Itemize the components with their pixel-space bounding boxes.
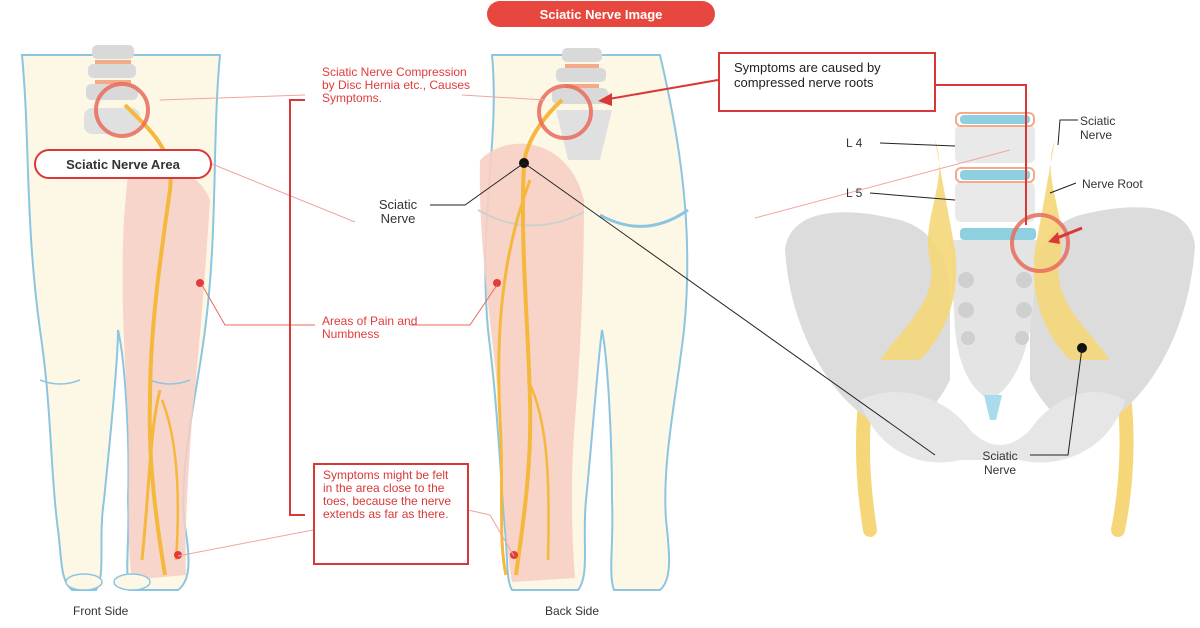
line-l4 <box>879 142 956 147</box>
front-vertebra-2 <box>88 64 136 78</box>
front-side-label: Front Side <box>73 604 129 618</box>
sacral-foramen-5 <box>961 331 975 345</box>
line-area <box>211 163 356 223</box>
disc-l5s1 <box>960 228 1036 240</box>
front-toe-dot <box>174 551 182 559</box>
sacral-foramen-2 <box>1016 272 1032 288</box>
pelvis-bone-right <box>1030 207 1195 428</box>
back-pain-area <box>479 143 584 582</box>
back-body <box>477 48 689 591</box>
line-sciatic-right <box>1057 119 1078 146</box>
line-roots-arrowhead <box>598 93 612 106</box>
line-faint-pink <box>754 149 1011 219</box>
title-badge: Sciatic Nerve Image <box>487 1 715 27</box>
back-vertebra-2 <box>556 68 606 82</box>
front-left-foot <box>65 573 103 591</box>
line-roots-arrow <box>602 79 719 101</box>
vertebra-l5 <box>955 182 1035 222</box>
back-nerve <box>514 98 564 576</box>
areas-pain-label: Areas of Pain and Numbness <box>322 314 418 341</box>
line-roots-pelvis <box>936 84 1027 225</box>
line-toes-right <box>467 509 515 557</box>
l4-label: L 4 <box>846 136 863 150</box>
line-l5 <box>869 192 956 201</box>
front-compression-ring <box>94 82 150 138</box>
back-sacrum <box>556 110 612 160</box>
sacral-foramen-6 <box>1015 331 1029 345</box>
front-nerve-branch-2 <box>160 399 180 561</box>
back-disc <box>565 64 599 68</box>
front-disc-2 <box>95 80 131 84</box>
line-sciatic-bottom-pelvis <box>1030 347 1083 456</box>
sciatic-nerve-bottom-label: Sciatic Nerve <box>982 449 1018 477</box>
back-side-label: Back Side <box>545 604 600 618</box>
disc-top <box>960 115 1030 124</box>
back-disc-2 <box>565 84 599 88</box>
vertebra-l4 <box>955 125 1035 163</box>
front-knee-line <box>39 379 81 385</box>
front-right-foot <box>113 573 151 591</box>
disc-outline-top <box>955 112 1035 127</box>
line-sciatic-center <box>430 162 525 206</box>
line-compression-left <box>159 94 306 101</box>
front-pain-area <box>122 168 210 581</box>
l5-label: L 5 <box>846 186 863 200</box>
back-nerve-branch <box>497 179 532 576</box>
back-buttock-line-right <box>599 208 689 228</box>
sacrum <box>950 240 1040 400</box>
pelvis-lower <box>860 391 1125 463</box>
pelvis-compression-ring <box>1010 213 1070 273</box>
nerve-root-label: Nerve Root <box>1082 177 1143 191</box>
back-pain-dot <box>493 279 501 287</box>
disc-outline-mid <box>955 167 1035 183</box>
front-vertebra <box>92 45 134 59</box>
line-compression-right <box>461 94 546 101</box>
pelvis-red-arrowhead <box>1048 232 1060 244</box>
sciatic-nerve-area-label: Sciatic Nerve Area <box>34 149 212 179</box>
front-disc <box>95 60 131 64</box>
back-buttock-line <box>477 209 585 227</box>
coccyx <box>984 395 1002 420</box>
line-sciatic-bottom-back <box>523 162 936 456</box>
back-vertebra <box>562 48 602 62</box>
symptoms-roots-text: Symptoms are caused by compressed nerve … <box>734 60 881 90</box>
back-nerve-branch-2 <box>526 379 550 561</box>
sacral-foramen <box>958 272 974 288</box>
sciatic-nerve-center-label: Sciatic Nerve <box>378 197 418 226</box>
pelvis <box>785 112 1195 537</box>
back-vertebra-3 <box>552 88 608 104</box>
line-pain-left <box>201 284 315 326</box>
sciatic-nerve-right-label: Sciatic Nerve <box>1080 114 1116 142</box>
line-nerve-root <box>1049 182 1077 194</box>
line-toes-left <box>177 529 314 557</box>
line-pain-right <box>410 284 498 326</box>
sacral-foramen-4 <box>1016 302 1032 318</box>
sacral-foramen-3 <box>958 302 974 318</box>
symptoms-roots-box: Symptoms are caused by compressed nerve … <box>718 52 936 112</box>
right-nerve-plexus <box>1033 140 1110 360</box>
front-knee-line-right <box>149 379 191 385</box>
bracket-symptoms <box>289 99 305 516</box>
back-compression-ring <box>537 84 593 140</box>
pelvis-bone <box>785 212 950 428</box>
disc-l4l5 <box>960 170 1030 180</box>
compression-label: Sciatic Nerve Compression by Disc Hernia… <box>322 65 471 105</box>
front-body <box>20 45 222 591</box>
symptoms-toes-box: Symptoms might be felt in the area close… <box>313 463 469 565</box>
front-nerve-branch <box>140 389 162 561</box>
connectors <box>159 79 1083 557</box>
left-nerve-plexus <box>880 140 957 360</box>
